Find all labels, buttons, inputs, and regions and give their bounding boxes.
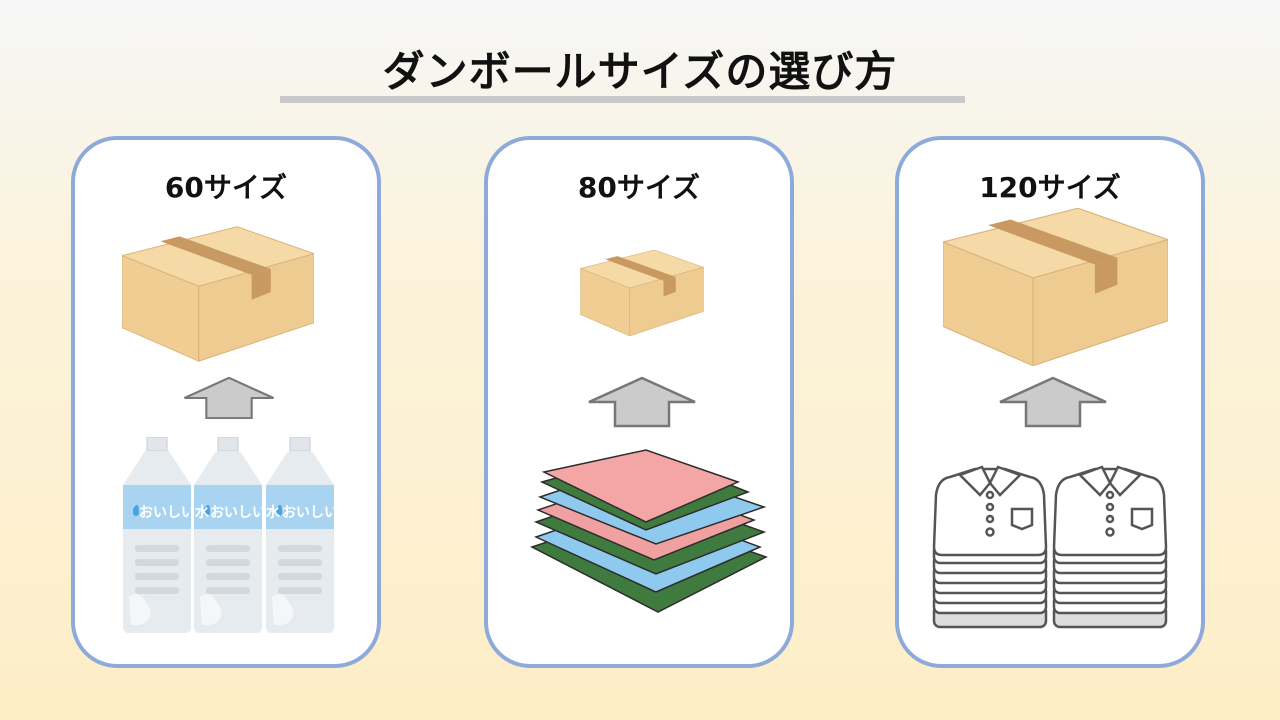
bottle-label: おいしい水 (210, 504, 281, 521)
cardboard-box-icon (579, 250, 705, 336)
shirts-illustration (932, 465, 1168, 629)
books-illustration (530, 449, 768, 613)
water-bottles-illustration: おいしい水 おいしい水 おいしい水 (122, 437, 353, 633)
arrow-up-icon (587, 376, 697, 428)
card-label: 80サイズ (577, 171, 701, 204)
arrow-up-icon (998, 376, 1108, 428)
bottle-label: おいしい水 (139, 504, 210, 521)
cardboard-box-icon (122, 226, 314, 362)
cardboard-box-icon (943, 208, 1168, 366)
card-label: 120サイズ (979, 171, 1121, 204)
bottle-label: おいしい水 (282, 504, 353, 521)
card-label: 60サイズ (164, 171, 288, 204)
page-title: ダンボールサイズの選び方 (382, 47, 898, 96)
arrow-up-icon (183, 377, 275, 419)
title-underline (280, 96, 965, 103)
